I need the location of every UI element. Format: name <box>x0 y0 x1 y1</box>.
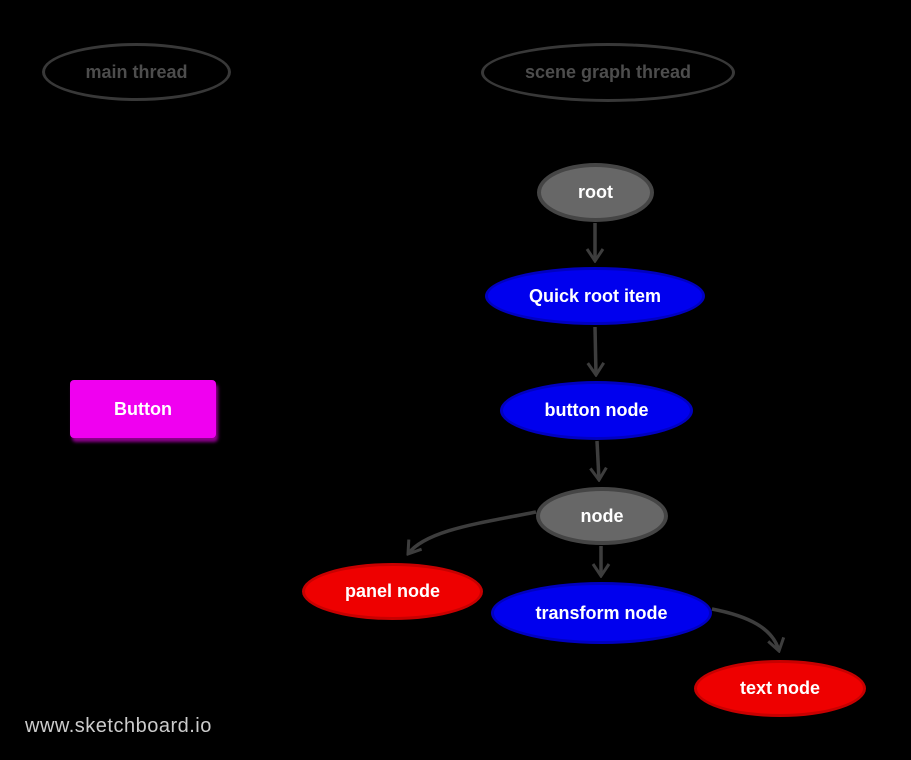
node-quick-root-item[interactable]: Quick root item <box>485 267 705 325</box>
node-transform-node[interactable]: transform node <box>491 582 712 644</box>
node-text-node[interactable]: text node <box>694 660 866 717</box>
edge-node-to-panel-node[interactable] <box>408 510 537 554</box>
thread-ellipse-main[interactable]: main thread <box>42 43 231 101</box>
thread-ellipse-scene-graph[interactable]: scene graph thread <box>481 43 735 102</box>
node-node[interactable]: node <box>536 487 668 545</box>
node-root[interactable]: root <box>537 163 654 222</box>
edge-button-node-to-node[interactable] <box>597 440 599 480</box>
edge-quick-root-item-to-button-node[interactable] <box>595 326 596 375</box>
sketchboard-watermark: www.sketchboard.io <box>25 715 212 737</box>
edge-transform-node-to-text-node[interactable] <box>711 607 779 651</box>
node-panel-node[interactable]: panel node <box>302 563 483 620</box>
button-rectangle[interactable]: Button <box>70 380 216 438</box>
node-button-node[interactable]: button node <box>500 381 693 440</box>
